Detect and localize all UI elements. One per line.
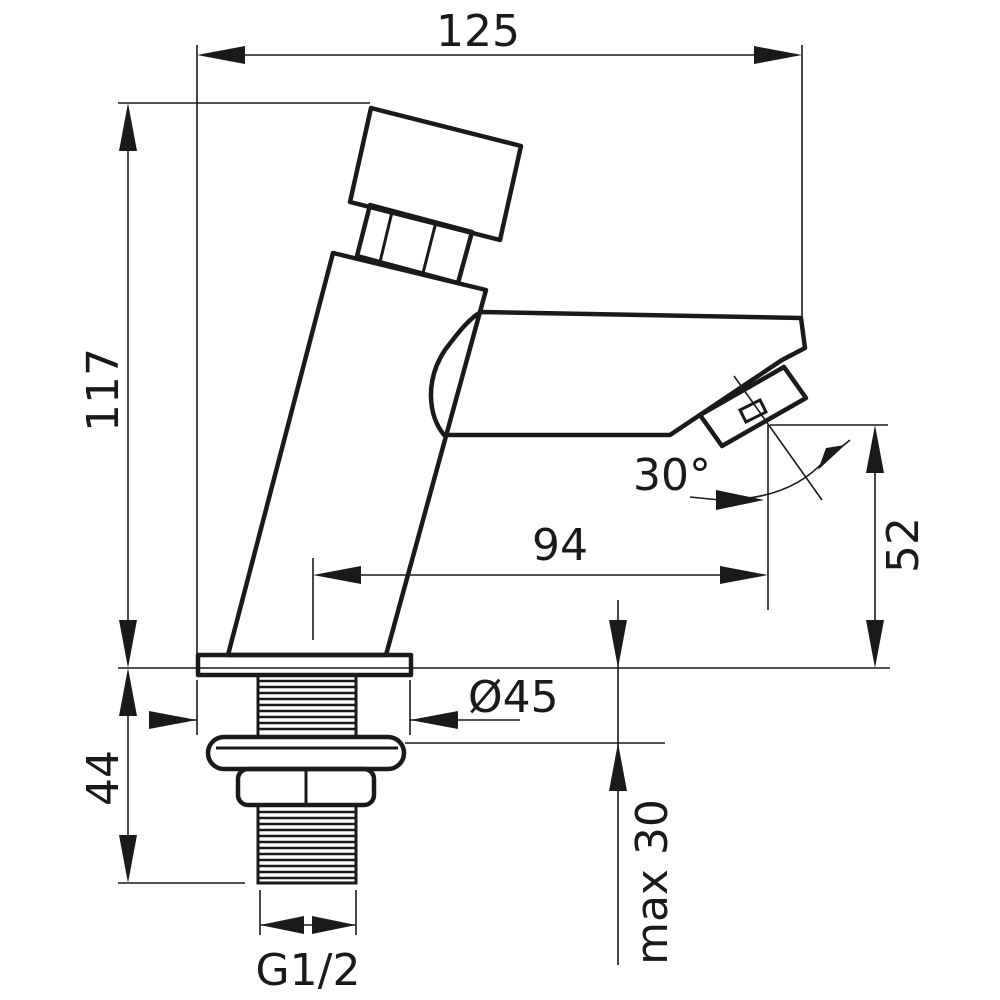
dimension-spout-reach: 94 xyxy=(313,520,768,584)
faucet-column xyxy=(225,250,489,658)
spout xyxy=(428,309,808,438)
washer xyxy=(205,734,407,772)
lower-threads xyxy=(258,810,356,880)
aerator xyxy=(697,364,809,449)
label-max-thickness: max 30 xyxy=(627,799,678,965)
faucet-base xyxy=(195,652,414,885)
dimension-base-diameter: Ø45 xyxy=(149,672,559,729)
dimension-max-thickness: max 30 xyxy=(609,600,678,965)
label-spray-angle: 30° xyxy=(633,450,711,501)
push-button xyxy=(347,105,524,243)
label-thread: G1/2 xyxy=(256,945,361,996)
dimension-thread: G1/2 xyxy=(256,916,361,996)
base-plate xyxy=(195,652,414,678)
upper-threads xyxy=(258,679,356,731)
label-spout-reach: 94 xyxy=(532,520,588,571)
extension-lines xyxy=(118,45,890,935)
dimension-overall-height: 117 xyxy=(78,103,137,668)
label-overall-height: 117 xyxy=(78,348,129,432)
lower-shank xyxy=(256,803,358,885)
faucet-body xyxy=(225,105,809,658)
dimension-spray-angle: 30° xyxy=(633,375,851,510)
label-overall-width: 125 xyxy=(436,6,520,57)
label-spout-height: 52 xyxy=(878,517,929,573)
dimension-overall-width: 125 xyxy=(197,6,802,64)
dimension-spout-height: 52 xyxy=(866,425,929,668)
label-shank-length: 44 xyxy=(78,750,129,806)
label-base-diameter: Ø45 xyxy=(468,672,559,723)
dimension-shank-length: 44 xyxy=(78,668,137,883)
